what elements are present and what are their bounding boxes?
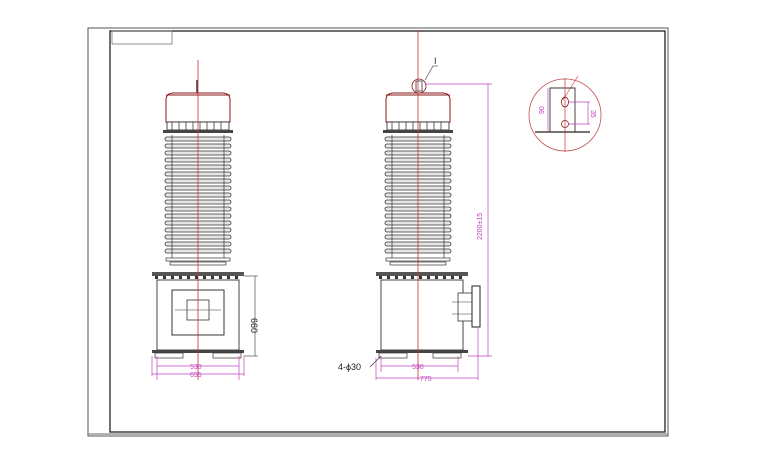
svg-text:90: 90 [539, 106, 546, 114]
side-dim-height [425, 83, 492, 380]
side-view: I [338, 30, 492, 383]
svg-text:775: 775 [420, 376, 432, 383]
svg-text:35: 35 [589, 110, 596, 118]
svg-text:660: 660 [249, 318, 259, 333]
svg-text:530: 530 [412, 364, 424, 371]
svg-text:2200±15: 2200±15 [477, 213, 484, 240]
svg-text:4-ϕ30: 4-ϕ30 [338, 362, 361, 372]
side-dim-width [375, 356, 478, 380]
svg-text:530: 530 [190, 364, 202, 371]
drawing-frame [87, 27, 669, 437]
front-view: 660 530 655 [151, 60, 259, 380]
detail-view-i: 90 35 [528, 75, 602, 152]
svg-text:I: I [434, 56, 437, 66]
svg-text:655: 655 [190, 372, 202, 379]
front-dim-660: 660 [244, 275, 259, 357]
front-dim-width [151, 356, 245, 380]
